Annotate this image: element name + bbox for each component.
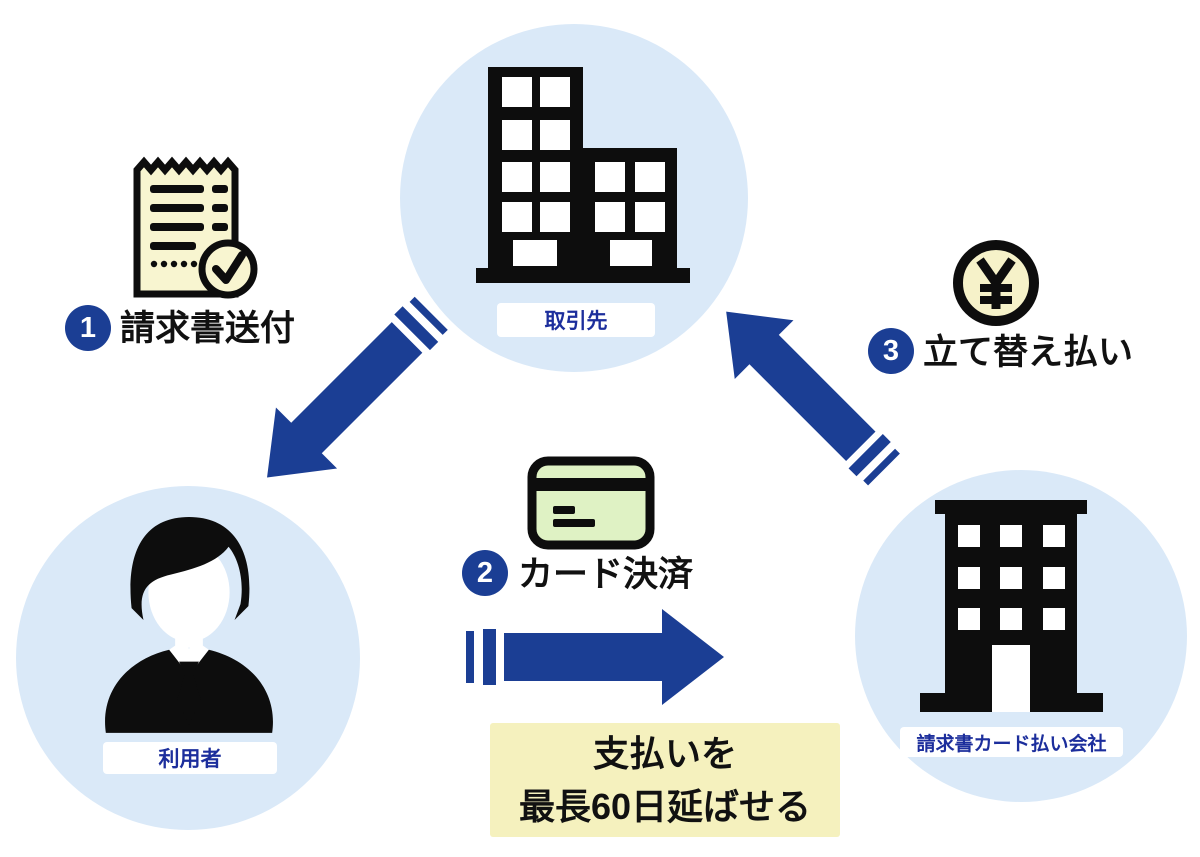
- step-1-number-badge: 1: [65, 305, 111, 351]
- building-icon: [476, 67, 690, 283]
- step-2-number-badge: 2: [462, 550, 508, 596]
- person-icon: [105, 517, 273, 733]
- yen-coin-icon: [953, 240, 1039, 326]
- node-partner-label-band: 取引先: [497, 303, 655, 337]
- arrow-step2-wrap: [465, 607, 727, 707]
- node-user-label-band: 利用者: [103, 742, 277, 774]
- step-3-number-badge: 3: [868, 328, 914, 374]
- step-1-number: 1: [79, 311, 97, 344]
- step-2-number: 2: [476, 556, 494, 589]
- node-card-company-label-band: 請求書カード払い会社: [900, 727, 1123, 757]
- credit-card-icon: [527, 456, 655, 550]
- step-3-label: 立て替え払い: [923, 333, 1134, 372]
- arrow-up-left-icon: [696, 282, 914, 499]
- node-card-company-label: 請求書カード払い会社: [916, 733, 1107, 755]
- arrow-step3-wrap: [694, 279, 915, 500]
- highlight-box: 支払いを 最長60日延ばせる: [490, 723, 840, 837]
- highlight-line1: 支払いを: [592, 733, 737, 774]
- node-partner-label: 取引先: [544, 310, 608, 333]
- step-2-label: カード決済: [518, 555, 694, 594]
- step-3-number: 3: [882, 334, 900, 367]
- office-building-icon: [920, 500, 1103, 712]
- invoice-check-icon: [133, 156, 258, 299]
- highlight-line2: 最長60日延ばせる: [518, 786, 812, 827]
- step-1-label: 請求書送付: [120, 309, 296, 348]
- arrow-right-icon: [466, 609, 724, 705]
- node-user-label: 利用者: [158, 748, 222, 771]
